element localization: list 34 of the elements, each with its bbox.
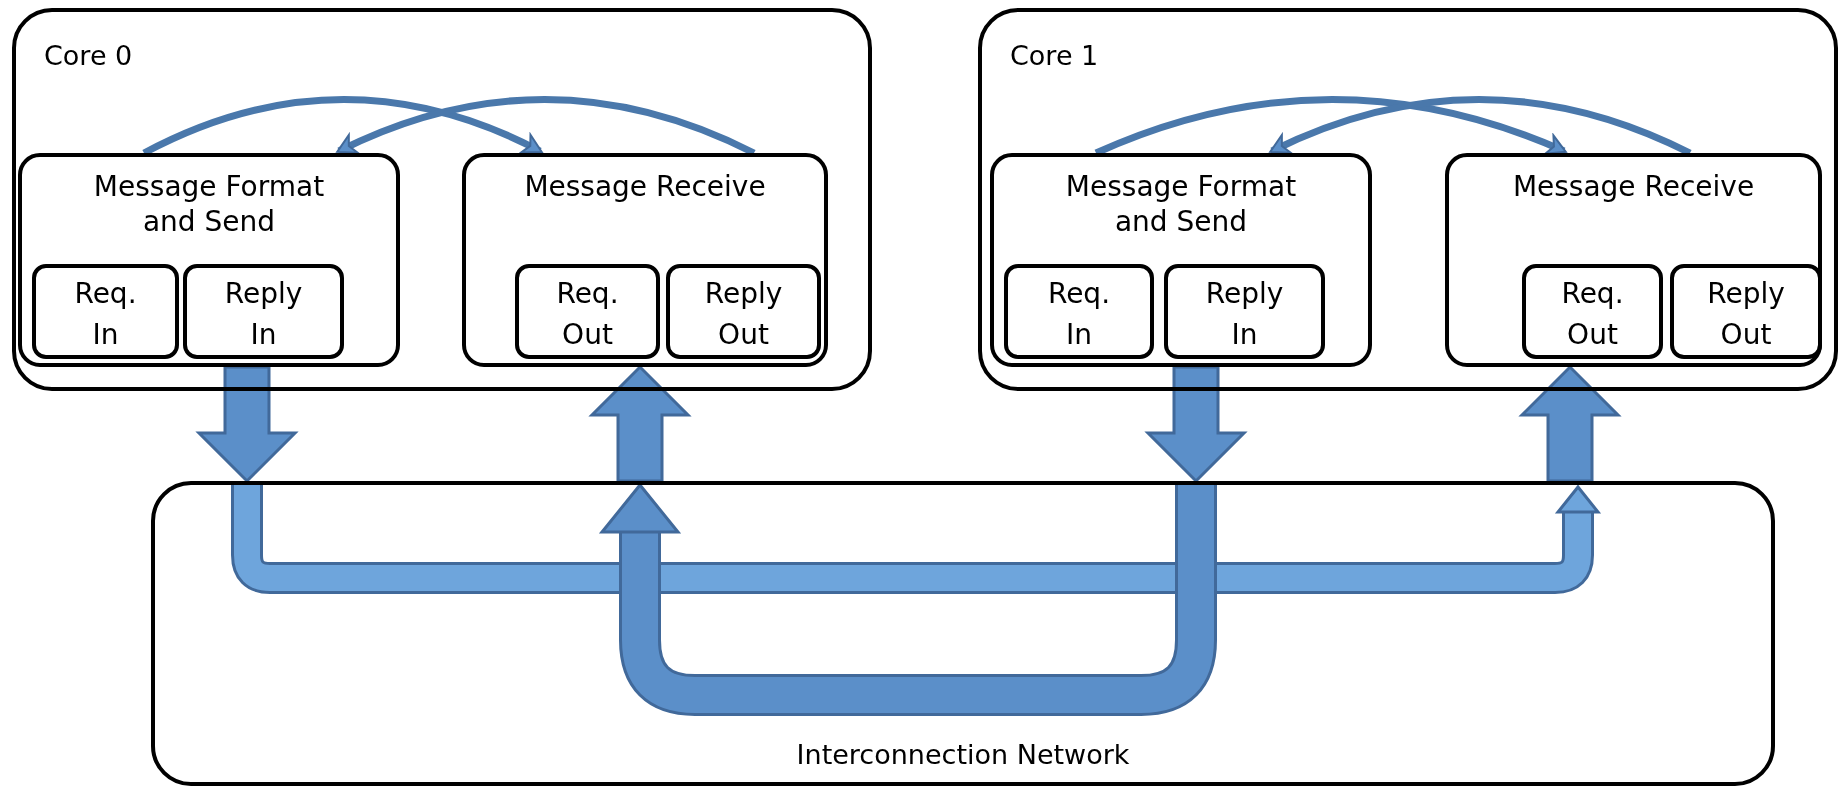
buffer-box [32, 264, 179, 359]
core-label: Core 1 [1010, 40, 1099, 71]
buffer-label: Reply In [1205, 276, 1284, 353]
module-box [990, 153, 1372, 367]
buffer-box [515, 264, 660, 359]
buffer-box [1522, 264, 1663, 359]
block-arrow [588, 365, 692, 483]
buffer-label: Reply In [224, 276, 303, 353]
buffer-label: Reply Out [704, 276, 783, 353]
buffer-label: Reply Out [1707, 276, 1785, 353]
module-label: Message Receive [523, 169, 767, 204]
buffer-label: Req. In [1047, 276, 1111, 353]
buffer-label: Req. In [74, 276, 137, 353]
module-box [18, 153, 400, 367]
block-arrow [1144, 365, 1248, 483]
network-label: Interconnection Network [795, 739, 1131, 770]
core-box [978, 8, 1838, 391]
block-arrow [1518, 365, 1622, 483]
core-label: Core 0 [44, 40, 133, 71]
buffer-box [1164, 264, 1325, 359]
block-arrow [195, 365, 299, 483]
buffer-box [183, 264, 344, 359]
buffer-label: Req. Out [1561, 276, 1624, 353]
network-box [151, 481, 1775, 786]
buffer-box [1670, 264, 1822, 359]
buffer-box [1004, 264, 1154, 359]
core-box [12, 8, 872, 391]
module-box [1445, 153, 1822, 367]
module-label: Message Receive [1511, 169, 1756, 204]
buffer-box [666, 264, 821, 359]
module-label: Message Format and Send [1064, 169, 1298, 239]
buffer-label: Req. Out [556, 276, 619, 353]
module-box [462, 153, 828, 367]
module-label: Message Format and Send [92, 169, 326, 239]
